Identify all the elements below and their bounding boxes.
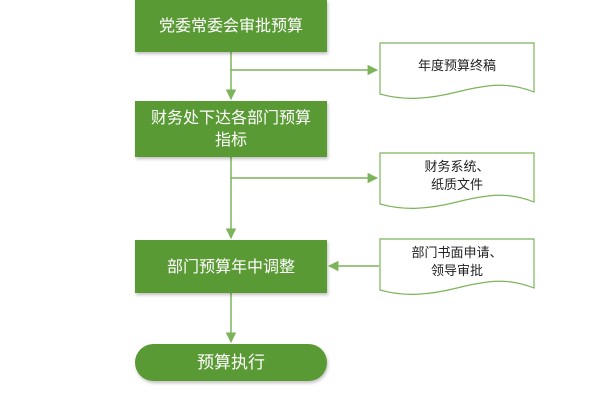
step-label: 部门预算年中调整 [166, 256, 295, 276]
step-budget-execution: 预算执行 [135, 344, 327, 381]
document-shape [379, 152, 535, 209]
document-label: 财务系统、 纸质文件 [424, 160, 490, 193]
step-label: 党委常委会审批预算 [158, 16, 303, 35]
document-label: 年度预算终稿 [417, 59, 496, 74]
document-final-budget: 年度预算终稿 [379, 42, 535, 102]
document-shape [379, 42, 535, 99]
step-finance-issue-budget: 财务处下达各部门预算 指标 [135, 101, 327, 157]
step-label: 预算执行 [197, 352, 265, 373]
step-label: 财务处下达各部门预算 指标 [150, 108, 311, 149]
document-written-request: 部门书面申请、 领导审批 [379, 238, 535, 298]
document-label: 部门书面申请、 领导审批 [411, 246, 503, 279]
document-shape [379, 238, 535, 295]
step-party-committee-approval: 党委常委会审批预算 [135, 0, 327, 52]
step-midyear-adjustment: 部门预算年中调整 [135, 240, 327, 293]
document-finance-system: 财务系统、 纸质文件 [379, 152, 535, 212]
